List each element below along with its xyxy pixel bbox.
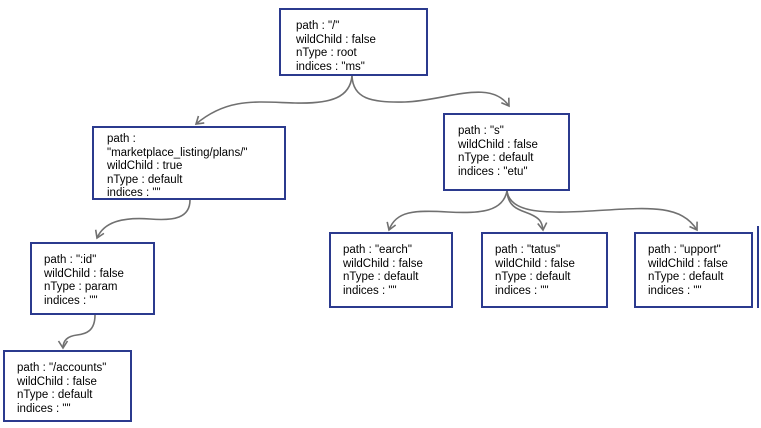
node-field-wildchild: wildChild : false [44, 267, 124, 280]
node-field-indices: indices : "" [107, 187, 161, 199]
node-field-indices: indices : "" [648, 284, 702, 297]
node-field-indices: indices : "etu" [458, 165, 528, 178]
node-field-indices: indices : "" [44, 294, 98, 307]
tree-node-accounts: path : "/accounts" wildChild : false nTy… [3, 350, 132, 422]
node-field-path: path : "earch" [343, 244, 412, 256]
node-field-path: path : "upport" [648, 244, 721, 256]
node-field-indices: indices : "" [17, 402, 71, 415]
tree-node-id-param: path : ":id" wildChild : false nType : p… [30, 242, 155, 315]
node-field-ntype: nType : default [458, 152, 534, 164]
tree-node-upport: path : "upport" wildChild : false nType … [634, 232, 753, 308]
edge-id-param-to-accounts [57, 314, 96, 350]
node-field-ntype: nType : default [343, 271, 419, 283]
tree-node-earch: path : "earch" wildChild : false nType :… [329, 232, 453, 308]
node-field-indices: indices : "ms" [296, 60, 365, 73]
edge-s-to-upport [506, 190, 698, 232]
edge-s-to-tatus [506, 190, 548, 232]
node-field-indices: indices : "" [343, 284, 397, 297]
node-field-wildchild: wildChild : false [495, 257, 575, 270]
node-field-wildchild: wildChild : false [458, 138, 538, 151]
tree-node-root: path : "/" wildChild : false nType : roo… [279, 8, 428, 76]
node-field-ntype: nType : default [648, 271, 724, 283]
edge-s-to-earch [386, 190, 508, 232]
tree-node-marketplace-listing-plans: path : "marketplace_listing/plans/" wild… [92, 126, 286, 200]
node-field-path-value: "marketplace_listing/plans/" [107, 146, 248, 159]
edge-root-to-marketplace-listing-plans [194, 75, 353, 125]
edge-marketplace-listing-plans-to-id-param [94, 199, 191, 240]
node-field-ntype: nType : default [495, 271, 571, 283]
node-field-path: path : "/accounts" [17, 362, 107, 374]
node-field-ntype: nType : default [17, 389, 93, 401]
edge-root-to-s [351, 75, 510, 108]
tree-node-s: path : "s" wildChild : false nType : def… [443, 113, 570, 191]
node-field-path: path : "tatus" [495, 244, 561, 256]
node-field-wildchild: wildChild : true [107, 160, 183, 172]
node-field-wildchild: wildChild : false [296, 33, 376, 46]
node-field-ntype: nType : param [44, 281, 118, 293]
node-field-indices: indices : "" [495, 284, 549, 297]
node-field-path: path : "s" [458, 125, 504, 137]
node-field-path: path : "/" [296, 20, 340, 32]
tree-node-tatus: path : "tatus" wildChild : false nType :… [481, 232, 608, 308]
node-field-path: path : [107, 133, 136, 145]
node-field-ntype: nType : default [107, 173, 183, 186]
node-field-wildchild: wildChild : false [343, 257, 423, 270]
node-field-wildchild: wildChild : false [648, 257, 728, 270]
node-field-path: path : ":id" [44, 254, 97, 266]
node-field-wildchild: wildChild : false [17, 375, 97, 388]
clipped-node-fragment [757, 226, 759, 308]
node-field-ntype: nType : root [296, 47, 357, 59]
